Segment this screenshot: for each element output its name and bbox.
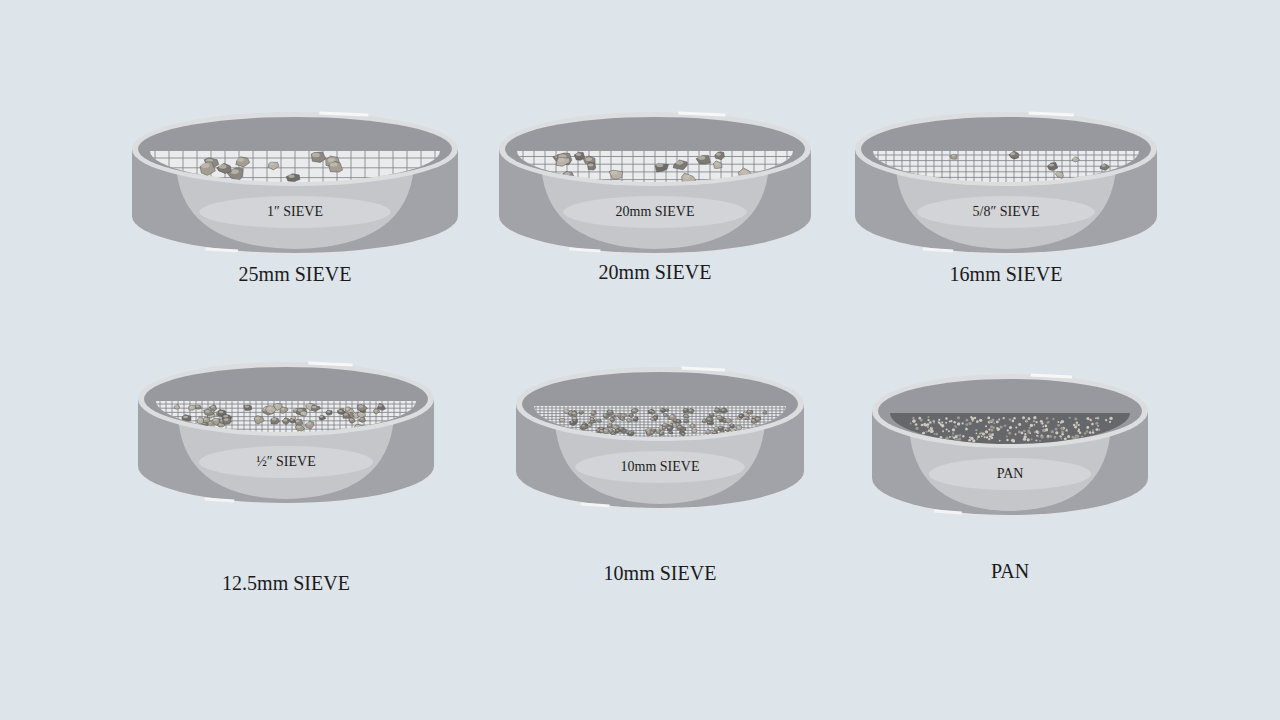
sieve-outline [853,110,1159,255]
sieve-outline [136,360,436,505]
sieve-drawing [853,112,1159,255]
label-plate [929,458,1091,490]
sieve-size-label: 20mm SIEVE [457,260,853,284]
sieve-size-label: 12.5mm SIEVE [96,571,476,595]
top-rim [132,112,458,186]
highlight [678,113,725,115]
top-rim [516,367,804,441]
highlight [934,511,962,513]
inner-wall [522,372,798,436]
mesh-wires [497,151,813,255]
sieve-size-label: 25mm SIEVE [90,262,500,286]
label-plate [917,196,1094,228]
sieve-plate-label: 5/8″ SIEVE [973,203,1040,221]
sieve-drawing [497,112,813,255]
mesh-wires [514,406,806,510]
sieve: 20mm SIEVE20mm SIEVE [497,110,813,255]
sieve-plate-label: 1″ SIEVE [267,203,323,221]
sieve-size-label: PAN [830,559,1190,583]
mesh-wires [130,151,460,255]
sieve-drawing [870,374,1150,517]
mesh [870,413,1150,517]
aggregate [553,152,753,184]
highlight [569,249,600,251]
sieve-outline [514,365,806,510]
mesh [130,151,460,255]
aggregate [950,151,1109,178]
sieve-size-label: 16mm SIEVE [813,262,1199,286]
sieve: PANPAN [870,372,1150,517]
sieve: 10mm SIEVE10mm SIEVE [514,365,806,510]
sieve-outline [870,372,1150,517]
sieve-outline [130,110,460,255]
mesh-ground [136,401,436,505]
inner-wall [878,379,1142,443]
sieve-size-label: 10mm SIEVE [474,561,846,585]
highlight [923,249,953,251]
sieve-outline [497,110,813,255]
label-plate [563,196,746,228]
sieve-drawing [136,362,436,505]
mesh-ground [514,406,806,510]
highlight [581,504,610,506]
sieve-plate-label: 20mm SIEVE [616,203,695,221]
sieve: 5/8″ SIEVE16mm SIEVE [853,110,1159,255]
mesh-ground [497,151,813,255]
mesh [853,151,1159,255]
highlight [205,249,238,251]
mesh [514,406,806,510]
sieve: 1″ SIEVE25mm SIEVE [130,110,460,255]
mesh [136,401,436,505]
aggregate [910,416,1113,442]
mesh [497,151,813,255]
inner-wall [144,367,428,431]
sieve-drawing [130,112,460,255]
mesh-ground [130,151,460,255]
highlight [682,368,725,370]
mesh-wires [136,401,436,505]
sieve-plate-label: 10mm SIEVE [621,458,700,476]
sieve: ½″ SIEVE12.5mm SIEVE [136,360,436,505]
mesh-ground [853,151,1159,255]
mesh-ground [870,413,1150,517]
sieve-drawing [514,367,806,510]
sieve-plate-label: PAN [997,465,1024,483]
label-plate [199,446,373,478]
highlight [319,113,368,115]
highlight [1029,113,1074,115]
aggregate [174,403,385,432]
aggregate [200,152,343,182]
highlight [1031,375,1072,377]
aggregate [559,408,767,437]
sieve-plate-label: ½″ SIEVE [256,453,316,471]
highlight [308,363,352,365]
mesh-wires [853,151,1159,255]
label-plate [575,451,744,483]
highlight [205,499,235,501]
label-plate [199,196,390,228]
